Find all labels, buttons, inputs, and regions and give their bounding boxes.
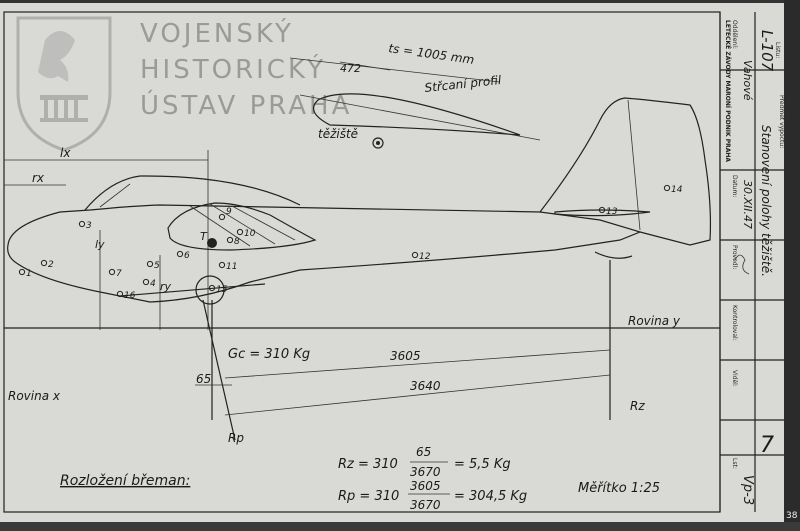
chord-length-label: ts = 1005 mm bbox=[388, 41, 475, 67]
point-label: 12 bbox=[419, 252, 431, 262]
point-label: 14 bbox=[671, 185, 683, 195]
dim-472: 472 bbox=[340, 62, 361, 75]
title-block bbox=[719, 12, 784, 512]
list-label: Lst: bbox=[731, 458, 738, 469]
ry-label: ry bbox=[160, 280, 172, 293]
edge-number: 38 bbox=[786, 511, 798, 521]
scale-label: Měřítko 1:25 bbox=[578, 481, 660, 496]
point-marker bbox=[218, 261, 226, 269]
point-label: 4 bbox=[150, 279, 156, 289]
tezeste-label: těžiště bbox=[318, 127, 358, 141]
provedl-label: Provedl: bbox=[731, 245, 738, 269]
formula-rp-den: 3670 bbox=[410, 498, 441, 512]
dim-3640-line bbox=[224, 374, 611, 416]
point-label: 1 bbox=[26, 269, 32, 279]
coat-of-arms-logo bbox=[16, 16, 112, 152]
point-marker bbox=[226, 236, 234, 244]
watermark-line3: ÚSTAV PRAHA bbox=[140, 89, 352, 121]
rovina-x-label: Rovina x bbox=[8, 389, 61, 403]
point-marker bbox=[218, 213, 226, 221]
sheet-number: 7 bbox=[760, 433, 774, 458]
point-marker bbox=[236, 228, 244, 236]
point-marker bbox=[411, 251, 419, 259]
predmet-value: Stanovení polohy těžiště. bbox=[759, 125, 773, 277]
airfoil-profile bbox=[289, 57, 541, 149]
formula-rp-lhs: Rp = 310 bbox=[338, 489, 399, 504]
rp-label: Rp bbox=[228, 431, 244, 445]
formula-rp-num: 3605 bbox=[410, 479, 441, 493]
signature bbox=[734, 254, 750, 275]
drawing-number: L-107 bbox=[758, 30, 776, 72]
kontroloval-label: Kontroloval: bbox=[731, 305, 738, 341]
watermark-line2: HISTORICKÝ bbox=[140, 53, 326, 85]
ly-label: ly bbox=[95, 238, 105, 251]
oddeleni-label: Oddělení: bbox=[731, 20, 738, 49]
t-label: T bbox=[200, 230, 208, 243]
dim-65: 65 bbox=[196, 372, 211, 386]
rovina-y-label: Rovina y bbox=[628, 314, 681, 328]
point-label: 5 bbox=[154, 261, 160, 271]
oddeleni-value: Vahové bbox=[741, 60, 754, 101]
point-marker bbox=[78, 220, 86, 228]
dim-3605: 3605 bbox=[390, 349, 421, 363]
formula-rp-res: = 304,5 Kg bbox=[454, 489, 527, 504]
videl-label: Viděl: bbox=[731, 370, 738, 387]
point-label: 7 bbox=[116, 269, 122, 279]
watermark-line1: VOJENSKÝ bbox=[140, 17, 294, 49]
datum-value: 30.XII.47 bbox=[741, 180, 754, 229]
point-marker bbox=[40, 259, 48, 267]
formula-rz-den: 3670 bbox=[410, 465, 441, 479]
point-label: 6 bbox=[184, 251, 190, 261]
point-label: 2 bbox=[48, 260, 54, 270]
point-marker bbox=[142, 278, 150, 286]
point-marker bbox=[116, 290, 124, 298]
point-label: 10 bbox=[244, 229, 256, 239]
formula-rz-num: 65 bbox=[416, 445, 431, 459]
point-marker bbox=[176, 250, 184, 258]
point-marker bbox=[146, 260, 154, 268]
point-label: 8 bbox=[234, 237, 240, 247]
point-marker bbox=[18, 268, 26, 276]
point-marker bbox=[208, 284, 216, 292]
company-name: LETECKÉ ZÁVODY MARONÍ PODNIK PRAHA bbox=[724, 20, 732, 162]
dim-3640: 3640 bbox=[410, 379, 441, 393]
strcani-profil-label: Střcaní profil bbox=[424, 73, 503, 95]
point-marker bbox=[663, 184, 671, 192]
point-marker bbox=[598, 206, 606, 214]
point-label: 15 bbox=[216, 285, 228, 295]
rozlozeni-label: Rozložení břeman: bbox=[60, 473, 190, 489]
point-label: 16 bbox=[124, 291, 136, 301]
point-label: 9 bbox=[226, 207, 232, 217]
point-label: 13 bbox=[606, 207, 618, 217]
cislo-label: Listu: bbox=[774, 42, 781, 58]
point-label: 11 bbox=[226, 262, 237, 272]
point-marker bbox=[108, 268, 116, 276]
gc-label: Gc = 310 Kg bbox=[228, 347, 310, 362]
formula-rz-res: = 5,5 Kg bbox=[454, 457, 511, 472]
datum-label: Datum: bbox=[731, 175, 738, 197]
lx-label: lx bbox=[60, 146, 71, 160]
formula-rz-lhs: Rz = 310 bbox=[338, 457, 398, 472]
predmet-label: Předmět výpočtu: bbox=[778, 95, 785, 148]
rx-label: rx bbox=[32, 171, 45, 185]
glider-side-view bbox=[7, 97, 712, 303]
list-value: Vp-3 bbox=[740, 475, 755, 505]
dim-3605-line bbox=[224, 349, 611, 379]
rz-label: Rz bbox=[630, 399, 645, 413]
point-label: 3 bbox=[86, 221, 92, 231]
